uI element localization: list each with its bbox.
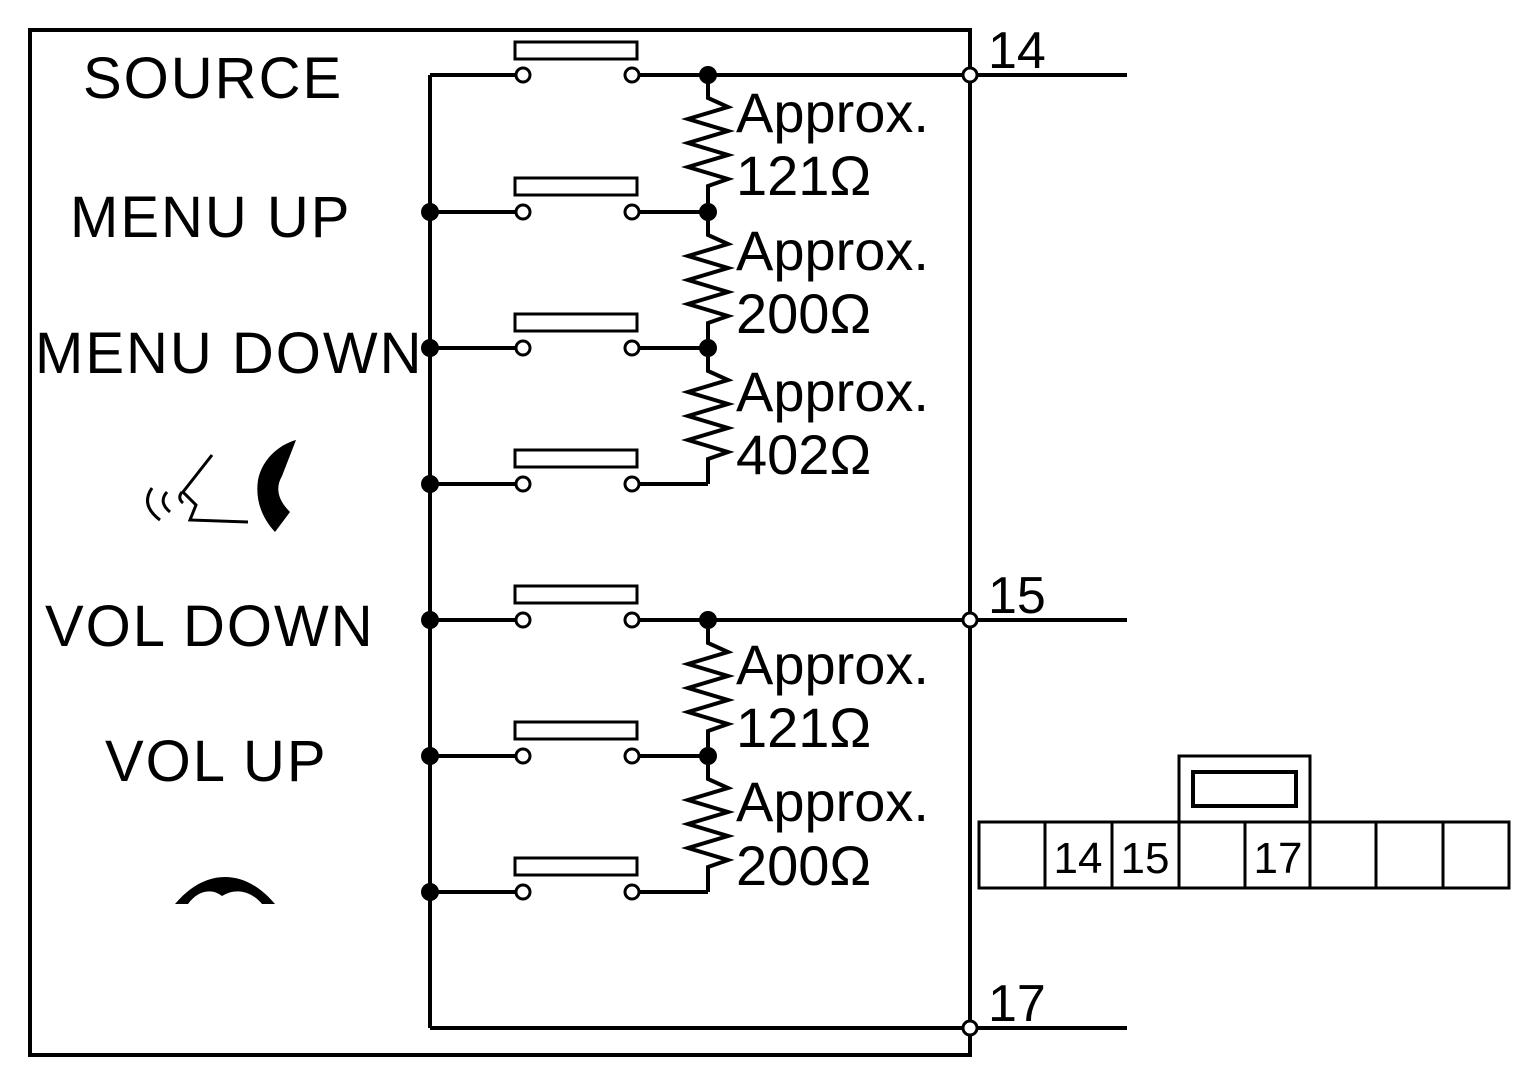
switch-label-vol-down: VOL DOWN [45, 594, 375, 659]
switch-vol-up [430, 720, 708, 765]
connector-lock-housing [1177, 754, 1312, 824]
voice-phone-icon [146, 440, 296, 532]
switch-menu-down [430, 312, 708, 357]
switch-label-menu-down: MENU DOWN [35, 321, 424, 386]
resistor-2-value: 200Ω [736, 282, 871, 345]
resistor-1-prefix: Approx. [736, 81, 929, 144]
terminal-label-15: 15 [988, 567, 1046, 625]
switch-voice [430, 448, 708, 493]
switch-label-menu-up: MENU UP [70, 185, 351, 250]
switch-hang-up [430, 856, 708, 901]
switch-housing-box [28, 28, 972, 1057]
connector-cell-17: 17 [1254, 834, 1303, 883]
resistor-4 [681, 620, 735, 756]
terminal-label-17: 17 [988, 975, 1046, 1033]
switch-menu-up [430, 176, 708, 221]
terminal-label-14: 14 [988, 22, 1046, 80]
switch-source [513, 40, 641, 84]
switch-vol-down [430, 584, 641, 629]
resistor-2-prefix: Approx. [736, 219, 929, 282]
connector-lock-tab [1191, 770, 1298, 808]
resistor-3-value: 402Ω [736, 423, 871, 486]
junction-dots [421, 66, 717, 901]
terminal-15-node [961, 611, 979, 629]
resistor-1 [681, 75, 735, 212]
connector-cell-15: 15 [1121, 834, 1170, 883]
resistor-3 [681, 348, 735, 484]
connector-face: 14 15 17 [977, 754, 1511, 890]
resistor-2 [681, 212, 735, 348]
resistor-1-value: 121Ω [736, 144, 871, 207]
terminal-17-node [961, 1019, 979, 1037]
hang-up-icon [175, 877, 275, 904]
resistor-5 [681, 756, 735, 892]
resistor-5-value: 200Ω [736, 834, 871, 897]
switch-label-source: SOURCE [83, 46, 343, 111]
resistor-5-prefix: Approx. [736, 770, 929, 833]
resistor-4-value: 121Ω [736, 696, 871, 759]
resistor-4-prefix: Approx. [736, 633, 929, 696]
connector-cell-14: 14 [1054, 834, 1103, 883]
switch-label-vol-up: VOL UP [105, 729, 328, 794]
terminal-14-node [961, 66, 979, 84]
resistor-3-prefix: Approx. [736, 360, 929, 423]
